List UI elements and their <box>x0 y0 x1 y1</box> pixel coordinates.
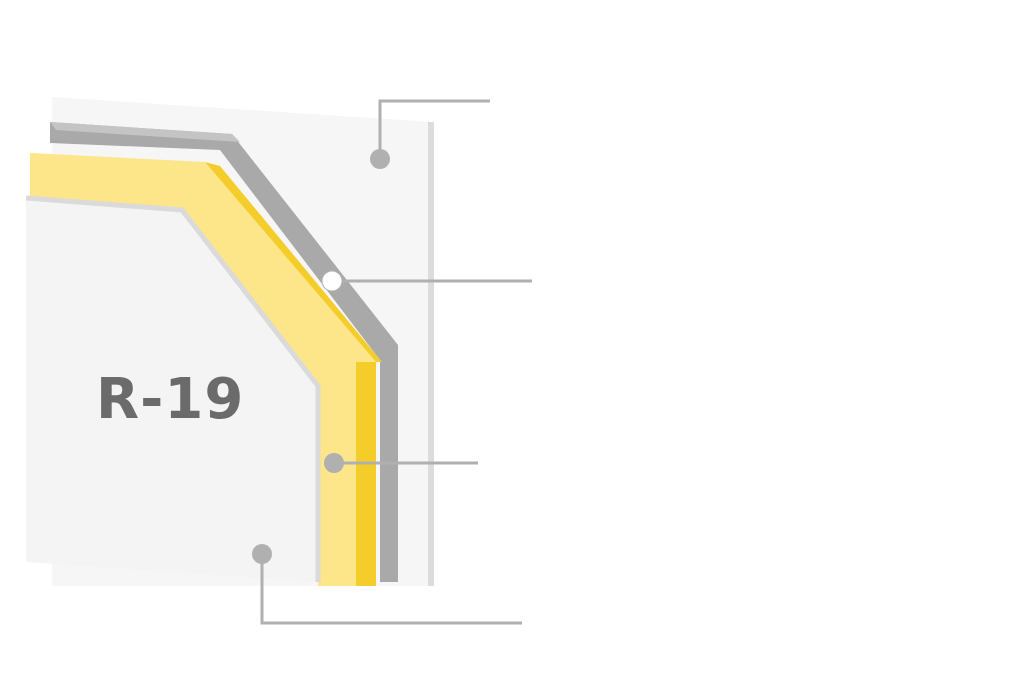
front-panel-edge <box>25 195 321 582</box>
callout-dot-insulation <box>324 453 344 473</box>
insulation-front-face <box>356 362 376 586</box>
callout-dot-exterior-panel <box>370 149 390 169</box>
insulation-side <box>205 162 382 362</box>
foil-barrier-highlight <box>50 122 240 142</box>
callout-line-interior-panel <box>260 554 522 625</box>
callout-dot-interior-panel <box>252 544 272 564</box>
insulation-layer <box>30 153 376 586</box>
back-panel-edge <box>428 122 434 586</box>
foil-barrier-layer <box>50 122 398 582</box>
r-value-label: R-19 <box>96 367 245 432</box>
callout-dot-foil-barrier <box>321 270 343 292</box>
callout-line-exterior-panel <box>378 99 490 158</box>
